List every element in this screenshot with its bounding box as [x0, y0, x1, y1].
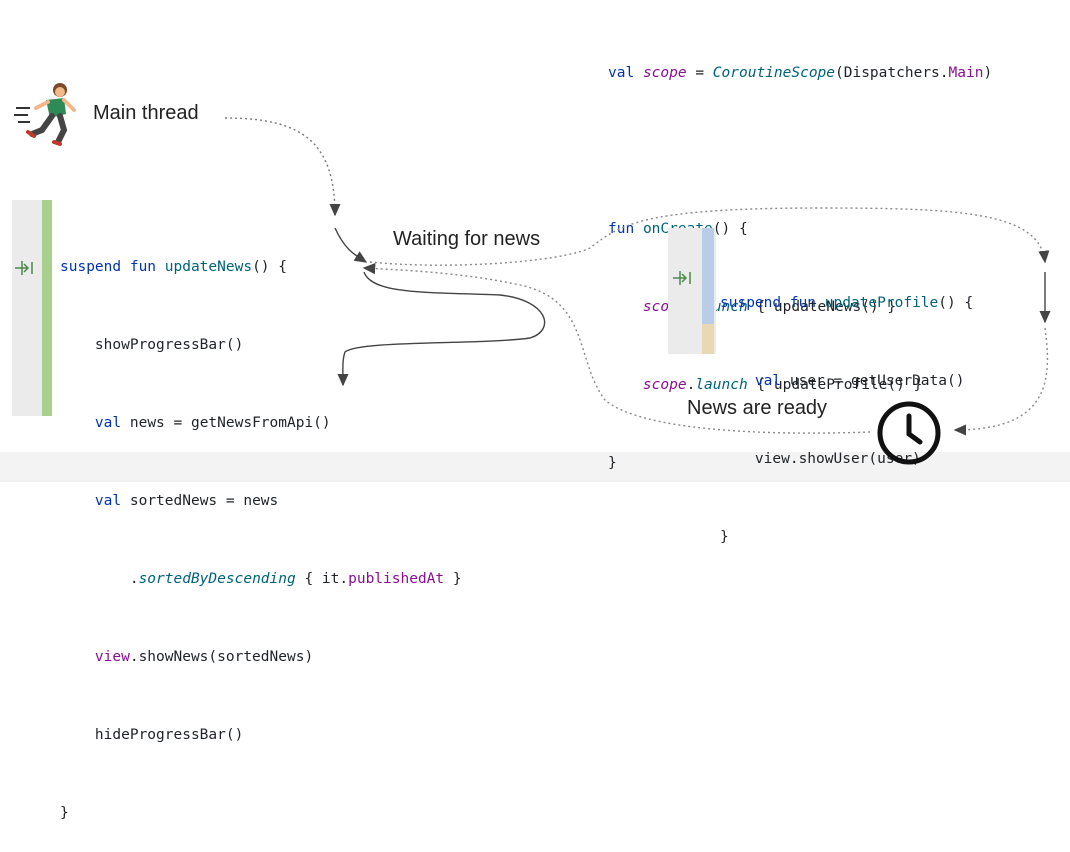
clock-icon	[877, 401, 941, 465]
oncreate-close: }	[608, 455, 617, 471]
news-gutter-bar	[42, 200, 52, 416]
profile-gutter-bar	[702, 228, 714, 324]
news-line-4: val sortedNews = news	[94, 493, 279, 509]
news-line-5: .sortedByDescending { it.publishedAt }	[129, 571, 462, 587]
news-line-7: hideProgressBar()	[94, 727, 244, 743]
profile-line-2: val user = getUserData()	[754, 373, 965, 389]
profile-line-4: }	[720, 529, 729, 545]
news-line-6: view.showNews(sortedNews)	[94, 649, 314, 665]
arrow-main-to-news	[224, 117, 341, 217]
scope-declaration: val scope = CoroutineScope(Dispatchers.M…	[608, 65, 993, 81]
suspend-gutter-icon-profile	[673, 271, 691, 285]
runner-icon	[14, 83, 76, 146]
main-thread-label: Main thread	[93, 102, 199, 124]
news-line-2: showProgressBar()	[94, 337, 244, 353]
profile-gutter-bar-end	[702, 324, 714, 354]
news-line-3: val news = getNewsFromApi()	[94, 415, 331, 431]
update-news-code: suspend fun updateNews() { showProgressB…	[60, 202, 462, 852]
news-line-8: }	[60, 805, 69, 821]
suspend-gutter-icon	[15, 261, 33, 275]
news-line-1: suspend fun updateNews() {	[60, 259, 287, 275]
profile-line-1: suspend fun updateProfile() {	[720, 295, 974, 311]
profile-line-3: view.showUser(user)	[754, 451, 921, 467]
